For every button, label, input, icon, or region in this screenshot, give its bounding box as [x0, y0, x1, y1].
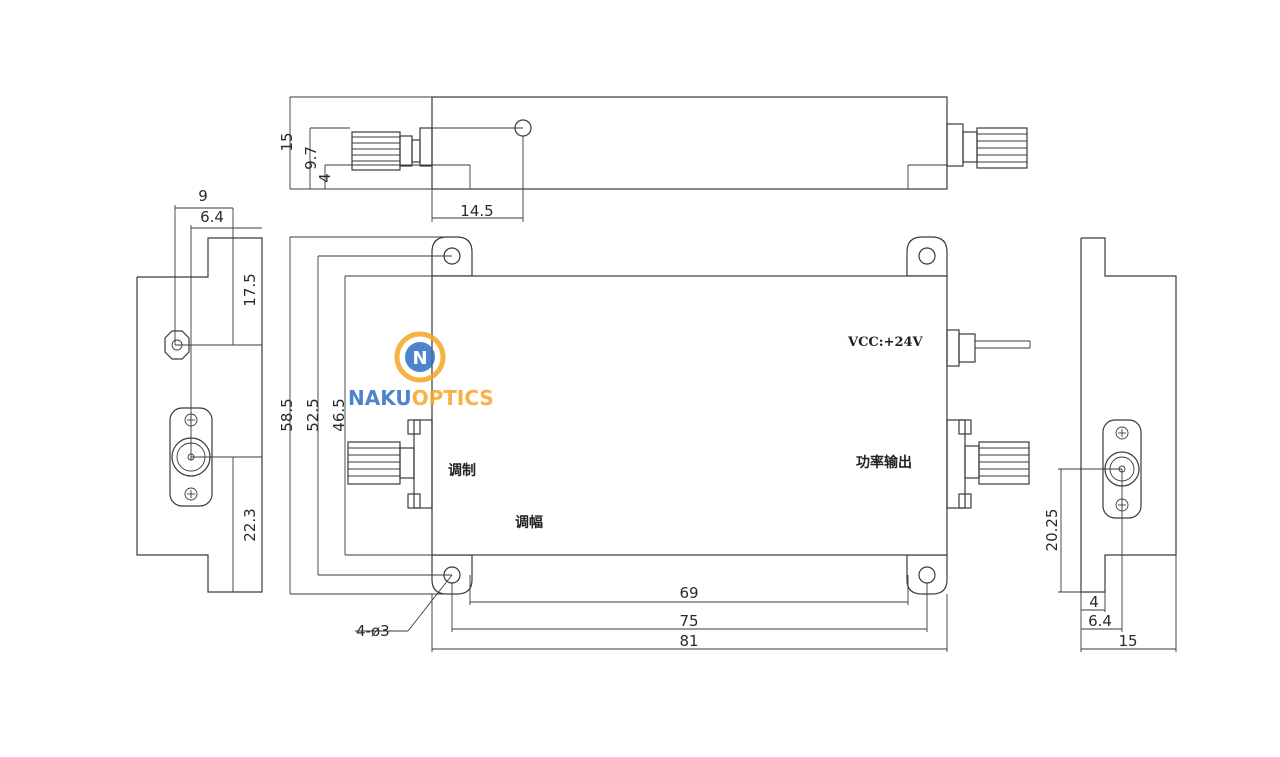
dim-right-offset: 4 [1089, 593, 1099, 611]
top-view-body [431, 96, 948, 190]
dim-top-hole-offset: 14.5 [460, 202, 493, 220]
left-view-nut [164, 330, 190, 360]
dim-left-inner-width: 6.4 [200, 208, 224, 226]
front-view-body [431, 275, 948, 556]
front-view: VCC:+24V 功率输出 调制 调幅 4-ø3 58.5 52.5 46.5 … [278, 236, 1031, 652]
dim-left-lower-height: 22.3 [241, 508, 259, 541]
logo-ring [394, 331, 446, 383]
dim-overall-width: 81 [679, 632, 698, 650]
front-left-sma-connector [347, 419, 433, 509]
dim-left-width: 9 [198, 187, 208, 205]
left-view-sma-flange [169, 407, 213, 507]
holes-label: 4-ø3 [356, 622, 390, 640]
dim-right-connector-height: 20.25 [1043, 509, 1061, 552]
dim-hole-spacing-outer: 75 [679, 612, 698, 630]
nakuoptics-logo: N NAKUOPTICS [348, 331, 494, 410]
power-output-label: 功率输出 [856, 454, 912, 471]
top-right-sma-connector [946, 123, 1028, 169]
modulation-label: 调制 [448, 462, 476, 479]
dim-overall-height: 58.5 [278, 398, 296, 431]
dim-hole-spacing-vertical: 52.5 [304, 398, 322, 431]
top-left-sma-connector [351, 127, 433, 171]
dim-right-width: 15 [1118, 632, 1137, 650]
dim-left-upper-height: 17.5 [241, 273, 259, 306]
logo-name-part2: OPTICS [412, 386, 494, 410]
dim-top-connector-center: 9.7 [302, 146, 320, 170]
logo-inner-circle [405, 342, 435, 372]
svg-text:NAKUOPTICS: NAKUOPTICS [348, 386, 494, 410]
left-side-view: 9 6.4 17.5 22.3 [136, 187, 263, 593]
mount-hole-top-right [918, 247, 936, 265]
front-right-sma-connector [946, 419, 1030, 509]
dim-top-height: 15 [278, 132, 296, 151]
top-view: 15 9.7 4 14.5 [278, 96, 1028, 222]
vcc-label: VCC:+24V [847, 335, 924, 350]
dim-hole-spacing-inner: 69 [679, 584, 698, 602]
logo-name-part1: NAKU [348, 386, 412, 410]
right-side-view: 20.25 4 6.4 15 [1043, 237, 1177, 652]
amplitude-modulation-label: 调幅 [515, 514, 543, 531]
dim-body-height: 46.5 [330, 398, 348, 431]
power-connector [946, 329, 1031, 367]
dim-right-inner-width: 6.4 [1088, 612, 1112, 630]
logo-mark: N [412, 348, 427, 369]
dim-top-connector-offset: 4 [316, 173, 334, 183]
